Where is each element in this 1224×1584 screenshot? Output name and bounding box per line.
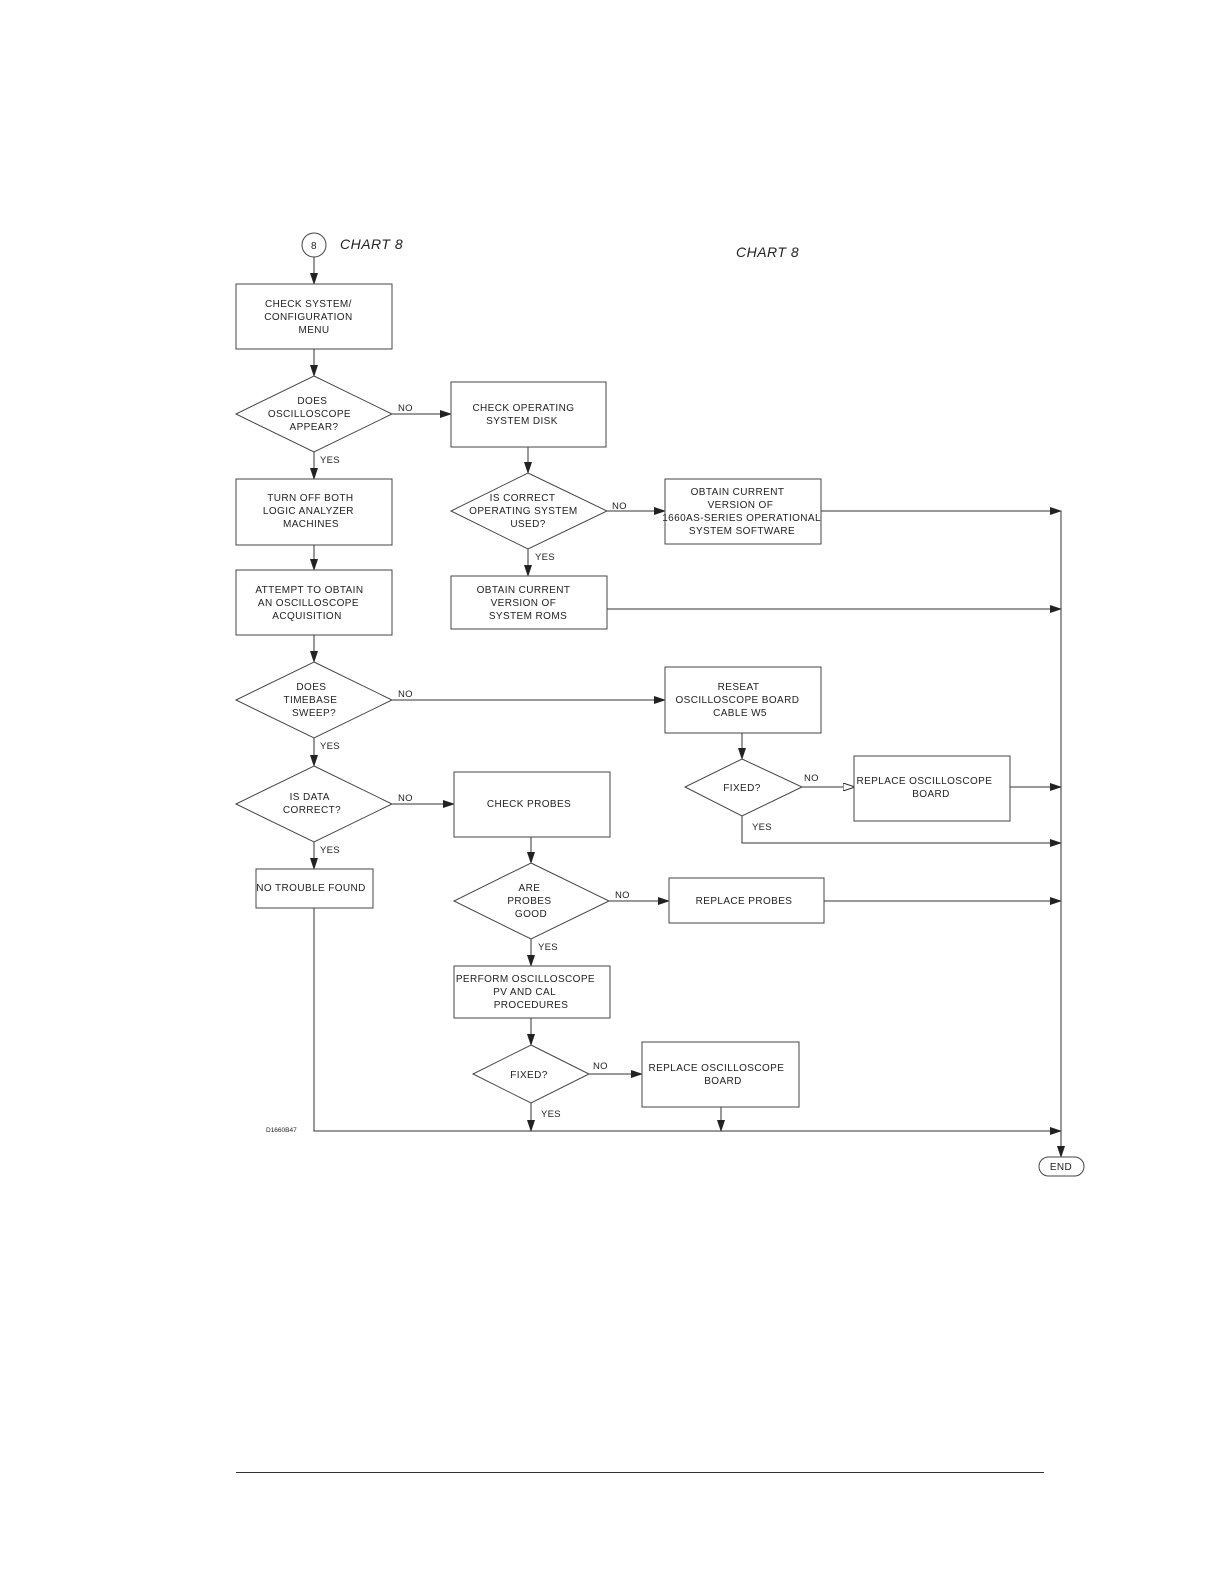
node-label: TURN OFF BOTH LOGIC ANALYZER MACHINES: [263, 493, 357, 530]
node-label: END: [1050, 1162, 1072, 1173]
edge-label-no: NO: [804, 773, 819, 784]
node-label: DOES TIMEBASE SWEEP?: [284, 682, 341, 719]
edge-label-yes: YES: [541, 1109, 561, 1120]
node-label: PERFORM OSCILLOSCOPE PV AND CAL PROCEDUR…: [456, 974, 598, 1011]
node-replace-oscilloscope-board-1: REPLACE OSCILLOSCOPE BOARD: [853, 755, 1011, 822]
edge-labels: NO YES NO YES NO YES NO YES NO YES NO YE…: [320, 403, 819, 1120]
node-perform-pv-cal: PERFORM OSCILLOSCOPE PV AND CAL PROCEDUR…: [453, 965, 611, 1019]
decision-fixed-2: FIXED?: [471, 1044, 591, 1104]
node-label: FIXED?: [723, 783, 760, 794]
decision-fixed-1: FIXED?: [683, 758, 804, 817]
chart-title-left: CHART 8: [340, 236, 403, 252]
node-obtain-current-software: OBTAIN CURRENT VERSION OF 1660AS-SERIES …: [662, 478, 824, 545]
node-check-operating-system-disk: CHECK OPERATING SYSTEM DISK: [450, 381, 607, 448]
start-connector: 8: [301, 232, 327, 258]
node-label: ATTEMPT TO OBTAIN AN OSCILLOSCOPE ACQUIS…: [255, 585, 366, 622]
edge-label-yes: YES: [320, 845, 340, 856]
edge-label-yes: YES: [538, 942, 558, 953]
decision-does-oscilloscope-appear: DOES OSCILLOSCOPE APPEAR?: [234, 375, 394, 453]
node-label: OBTAIN CURRENT VERSION OF SYSTEM ROMS: [477, 585, 574, 622]
node-check-system-menu: CHECK SYSTEM/ CONFIGURATION MENU: [235, 283, 393, 350]
edge-label-no: NO: [398, 793, 413, 804]
node-label: OBTAIN CURRENT VERSION OF 1660AS-SERIES …: [662, 487, 824, 537]
edges: [310, 257, 1065, 1158]
edge-label-yes: YES: [752, 822, 772, 833]
node-label: REPLACE OSCILLOSCOPE BOARD: [648, 1063, 787, 1087]
footer-rule: [236, 1472, 1044, 1473]
edge-label-no: NO: [398, 403, 413, 414]
edge-label-yes: YES: [320, 741, 340, 752]
node-label: CHECK PROBES: [487, 799, 571, 810]
edge-label-yes: YES: [320, 455, 340, 466]
start-connector-label: 8: [311, 241, 317, 252]
decision-is-correct-operating-system: IS CORRECT OPERATING SYSTEM USED?: [449, 472, 609, 550]
node-turn-off-both: TURN OFF BOTH LOGIC ANALYZER MACHINES: [235, 478, 393, 546]
node-reseat-oscilloscope-board: RESEAT OSCILLOSCOPE BOARD CABLE W5: [664, 666, 822, 734]
node-label: FIXED?: [510, 1070, 547, 1081]
edge-label-no: NO: [612, 501, 627, 512]
node-label: NO TROUBLE FOUND: [256, 883, 366, 894]
node-no-trouble-found: NO TROUBLE FOUND: [255, 868, 374, 909]
node-label: REPLACE PROBES: [696, 896, 793, 907]
node-label: CHECK SYSTEM/ CONFIGURATION MENU: [264, 299, 356, 336]
decision-is-data-correct: IS DATA CORRECT?: [234, 765, 394, 843]
node-label: DOES OSCILLOSCOPE APPEAR?: [268, 396, 354, 433]
edge-label-no: NO: [615, 890, 630, 901]
node-attempt-acquisition: ATTEMPT TO OBTAIN AN OSCILLOSCOPE ACQUIS…: [235, 569, 393, 636]
chart-title-right: CHART 8: [736, 244, 799, 260]
node-label: REPLACE OSCILLOSCOPE BOARD: [856, 776, 995, 800]
terminal-end: END: [1038, 1156, 1085, 1177]
node-obtain-system-roms: OBTAIN CURRENT VERSION OF SYSTEM ROMS: [450, 575, 608, 630]
node-label: ARE PROBES GOOD: [507, 883, 554, 920]
decision-are-probes-good: ARE PROBES GOOD: [452, 862, 611, 940]
node-check-probes: CHECK PROBES: [453, 771, 611, 838]
edge-label-no: NO: [398, 689, 413, 700]
node-replace-probes: REPLACE PROBES: [668, 877, 825, 924]
node-label: RESEAT OSCILLOSCOPE BOARD CABLE W5: [675, 682, 802, 719]
node-label: IS CORRECT OPERATING SYSTEM USED?: [469, 493, 581, 530]
drawing-id: D1660B47: [266, 1127, 297, 1134]
edge-label-yes: YES: [535, 552, 555, 563]
node-label: IS DATA CORRECT?: [283, 792, 341, 816]
node-label: CHECK OPERATING SYSTEM DISK: [472, 403, 577, 427]
node-replace-oscilloscope-board-2: REPLACE OSCILLOSCOPE BOARD: [641, 1041, 800, 1108]
decision-does-timebase-sweep: DOES TIMEBASE SWEEP?: [234, 661, 394, 739]
edge-label-no: NO: [593, 1061, 608, 1072]
